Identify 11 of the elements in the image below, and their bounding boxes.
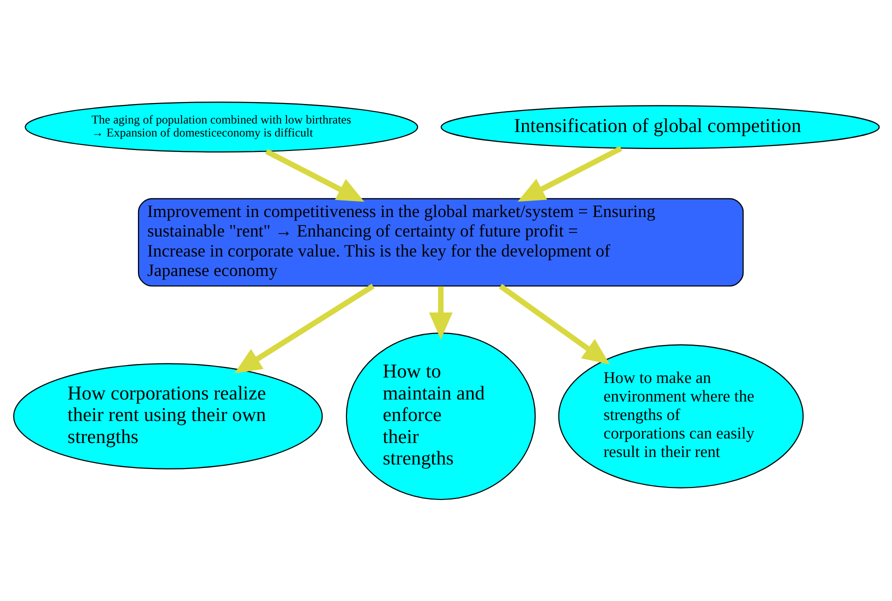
arrow: [234, 283, 374, 373]
node-ellipse: Intensification of global competition: [440, 104, 880, 148]
node-ellipse: How corporations realize their rent using their own strengths: [12, 362, 322, 469]
arrow: [498, 283, 610, 364]
node-ellipse: How to maintain and enforce their strengths: [345, 332, 536, 500]
arrow: [264, 148, 364, 202]
node-box: Improvement in competitiveness in the global market/system = Ensuring sustainable "rent" → Enhancing of certainty of future profit = Increase in corporate value. This is the key for the development of Japanese economy: [137, 198, 744, 286]
arrow: [428, 286, 452, 339]
arrow: [517, 145, 622, 202]
node-ellipse: The aging of population combined with low birthrates → Expansion of domesticeconomy is difficult: [24, 101, 418, 152]
node-ellipse: How to make an environment where the strengths of corporations can easily result in their rent: [558, 344, 804, 488]
